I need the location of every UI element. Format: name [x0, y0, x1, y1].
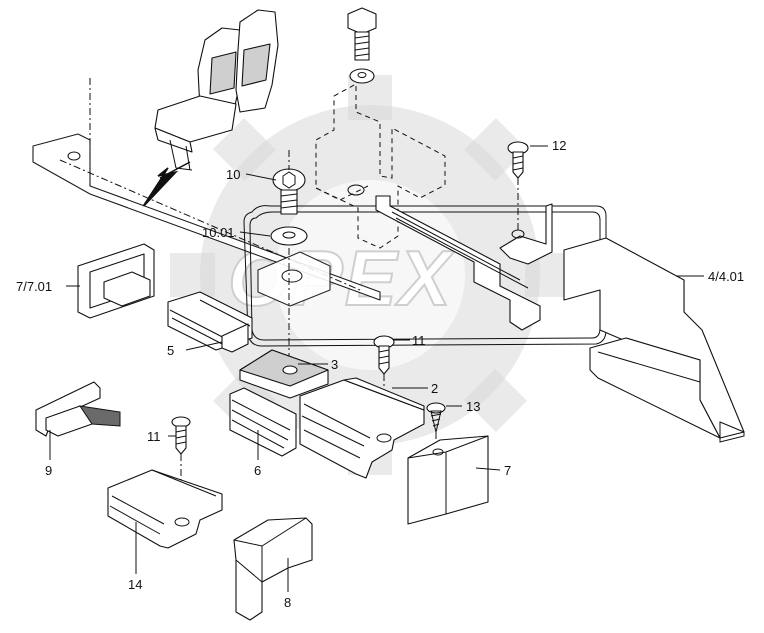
rail-6	[229, 387, 297, 457]
rail-2	[299, 377, 425, 479]
callout-11-lower: 11	[147, 429, 161, 444]
callout-11-upper: 11	[412, 333, 426, 348]
callout-7-7-01: 7/7.01	[16, 279, 52, 294]
mounting-frame	[243, 205, 607, 347]
bracket-dashed	[315, 83, 446, 249]
callout-12: 12	[552, 138, 566, 153]
nut-plate-3	[239, 349, 329, 399]
callout-2: 2	[431, 381, 438, 396]
rail-5	[167, 291, 253, 353]
screw-11-lower	[171, 416, 191, 522]
callout-7: 7	[504, 463, 511, 478]
callout-4-4-01: 4/4.01	[708, 269, 744, 284]
bolt-top	[347, 7, 377, 84]
callouts: 10 10.01 12 7/7.01 4/4.01 5 3 11 2 13 9 …	[16, 138, 744, 610]
seat-arrow-icon	[141, 161, 191, 209]
channel-profile	[375, 195, 553, 331]
end-piece-8	[233, 517, 313, 621]
callout-10-01: 10.01	[202, 225, 235, 240]
callout-14: 14	[128, 577, 142, 592]
callout-8: 8	[284, 595, 291, 610]
callout-5: 5	[167, 343, 174, 358]
end-cap-7	[407, 435, 489, 525]
leader-lines	[49, 145, 704, 592]
clip-9	[35, 381, 121, 437]
callout-6: 6	[254, 463, 261, 478]
callout-9: 9	[45, 463, 52, 478]
screw-13	[426, 402, 446, 452]
callout-10: 10	[226, 167, 240, 182]
callout-13: 13	[466, 399, 480, 414]
bus-seat-icon	[154, 9, 279, 171]
bolt-10	[270, 150, 308, 246]
rail-14	[107, 469, 223, 549]
nut-plate-upper	[257, 248, 331, 364]
end-cap-7-7-01	[77, 243, 155, 319]
slide-block-4-4-01	[563, 237, 745, 443]
screw-12	[507, 141, 529, 232]
callout-3: 3	[331, 357, 338, 372]
